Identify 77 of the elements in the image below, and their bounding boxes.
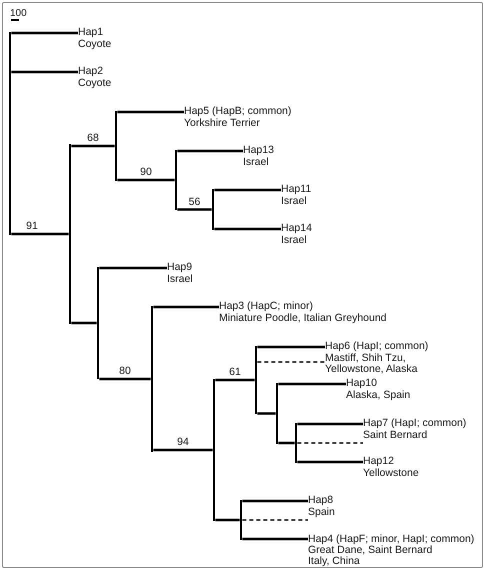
origin-label: Great Dane, Saint Bernard [308,544,432,556]
tree-branch [71,144,115,148]
haplotype-label: Hap2 [78,66,104,78]
vertical-branch [254,346,258,414]
origin-label: Miniature Poodle, Italian Greyhound [219,312,387,324]
origin-label: Coyote [78,78,112,90]
tree-branch [242,500,308,502]
origin-label: Israel [281,234,308,246]
tree-branch [278,382,346,386]
bootstrap-value: 61 [229,367,241,378]
haplotype-label: Hap7 (HapI; common) [363,418,466,430]
haplotype-label: Hap8 [308,495,334,507]
haplotype-label: Hap12 [363,456,395,468]
bootstrap-value: 91 [26,221,38,232]
haplotype-label: Hap11 [281,184,312,196]
tree-branch [214,228,281,230]
origin-label: Yellowstone [363,468,419,480]
vertical-branch [212,378,216,522]
vertical-branch [240,500,242,540]
haplotype-label: Hap3 (HapC; minor) [219,301,314,313]
origin-label: Spain [308,506,335,518]
origin-label: Coyote [78,38,112,50]
tree-branch [153,448,213,452]
haplotype-label: Hap14 [281,223,312,235]
origin-label: Mastiff, Shih Tzu, Yellowstone, Alaska [325,352,418,376]
tree-branch [99,266,167,270]
tree-branch [11,232,69,236]
tree-branch [278,442,295,444]
haplotype-label: Hap13 [243,145,274,157]
scale-label: 100 [10,8,27,19]
vertical-branch [212,188,214,230]
dashed-branch [242,519,308,521]
tree-branch [99,378,151,380]
vertical-branch [114,110,118,182]
vertical-branch [8,32,12,236]
origin-label: Israel [243,156,270,168]
dashed-branch [297,442,363,444]
tree-branch [117,110,184,114]
vertical-branch [294,422,298,464]
bootstrap-value: 94 [177,437,189,448]
bootstrap-value: 80 [119,366,131,377]
origin-label: Italy, China [308,556,361,566]
haplotype-label: Hap9 [167,262,193,274]
bootstrap-value: 90 [140,167,152,178]
tree-branch [257,346,325,348]
haplotype-label: Hap10 [346,378,378,390]
origin-label: Saint Bernard [363,430,428,442]
tree-branch [215,378,255,382]
origin-label: Yorkshire Terrier [184,118,261,130]
bootstrap-value: 68 [87,133,99,144]
tree-branch [71,322,97,324]
tree-branch [117,178,175,182]
tree-branch [297,422,363,426]
tree-branch [177,150,243,152]
origin-label: Israel [167,274,193,286]
haplotype-label: Hap6 (HapI; common) [325,341,430,353]
tree-branch [153,306,219,308]
haplotype-label: Hap4 (HapF; minor, HapI; common) [308,534,474,544]
origin-label: Israel [281,196,308,208]
vertical-branch [68,144,72,324]
haplotype-label: Hap1 [78,27,104,39]
vertical-branch [276,382,278,444]
vertical-branch [174,150,178,210]
tree-branch [215,518,240,522]
tree-branch [257,412,276,415]
tree-branch [11,32,78,34]
tree-branch [177,208,212,211]
dashed-branch [257,361,325,363]
tree-branch [242,538,308,540]
origin-label: Alaska, Spain [346,390,410,402]
tree-branch [214,188,281,192]
vertical-branch [96,266,100,380]
tree-branch [297,460,363,464]
bootstrap-value: 56 [188,196,200,208]
vertical-branch [150,306,154,452]
tree-branch [11,70,78,74]
haplotype-label: Hap5 (HapB; common) [184,106,292,118]
